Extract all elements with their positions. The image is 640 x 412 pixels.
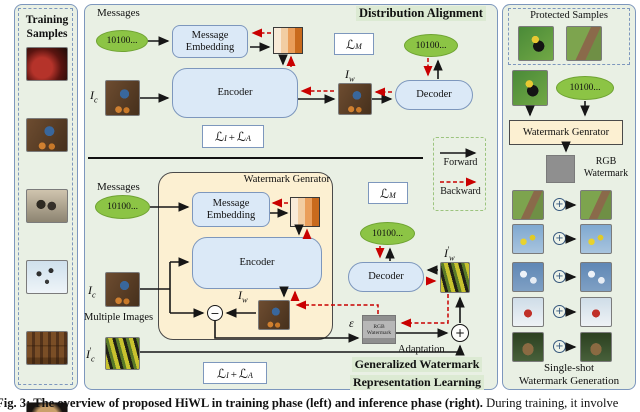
encoder-box-top: Encoder [172, 68, 298, 118]
ic-label-top: Ic [90, 88, 98, 105]
row-output-santa [580, 297, 612, 327]
distribution-alignment-title: Distribution Alignment [356, 6, 486, 21]
plus-circle-icon-row4: + [553, 305, 566, 318]
iw-prime-label: I′w [444, 245, 455, 263]
generalized-watermarked-image [440, 262, 470, 293]
ic-label-bottom: Ic [88, 283, 96, 300]
training-samples-dashed-border [18, 8, 73, 385]
plus-circle-icon-row5: + [553, 340, 566, 353]
message-feature-stripes-bottom [290, 197, 320, 227]
plus-circle-icon-row1: + [553, 198, 566, 211]
watermarked-image-top [338, 83, 372, 115]
message-feature-stripes-top [273, 27, 303, 54]
message-bits-ellipse-top: 10100... [96, 30, 148, 52]
decoded-bits-ellipse-bottom: 10100... [360, 222, 415, 245]
row-input-santa [512, 297, 544, 327]
training-image-flying-birds [26, 253, 76, 294]
plus-circle-icon-main: + [451, 324, 469, 342]
iw-label-bottom: Iw [238, 288, 248, 305]
row-output-duck [580, 332, 612, 362]
training-image-red-flowers-bird [26, 40, 76, 81]
gwrl-section-title: Generalized Watermark Representation Lea… [342, 355, 492, 391]
protected-samples-box [508, 8, 630, 65]
adaptation-label: Adaptation [398, 344, 445, 355]
minus-circle-icon: − [207, 305, 223, 321]
rgb-watermark-square [546, 155, 575, 183]
ic-prime-label: I′c [86, 346, 95, 364]
row-input-duck [512, 332, 544, 362]
figure-caption: Fig. 3: The overview of proposed HiWL in… [0, 396, 619, 410]
multiple-images-label: Multiple Images [84, 312, 154, 323]
encoder-box-bottom: Encoder [192, 237, 322, 289]
training-image-geese [26, 182, 76, 223]
iw-label-top: Iw [345, 67, 355, 84]
protected-samples-title: Protected Samples [530, 10, 608, 21]
training-image-bookshelf [26, 324, 76, 365]
generalized-cover-image [105, 337, 140, 370]
plus-circle-icon-row3: + [553, 270, 566, 283]
legend-forward-label: Forward [443, 157, 478, 168]
decoded-bits-ellipse-top: 10100... [404, 34, 458, 57]
watermarked-image-bottom [258, 300, 290, 330]
decoder-box-bottom: Decoder [348, 262, 424, 292]
row-output-blue-flowers [580, 262, 612, 292]
cover-image-top [105, 80, 140, 116]
messages-label-bottom: Messages [97, 181, 140, 193]
phase-separator-line [88, 157, 423, 159]
row-input-blue-flowers [512, 262, 544, 292]
decoder-box-top: Decoder [395, 80, 473, 110]
row-input-yellow-flowers [512, 224, 544, 254]
row-input-lizard [512, 190, 544, 220]
arrow-legend: Forward Backward [433, 137, 486, 211]
row-output-yellow-flowers [580, 224, 612, 254]
message-bits-ellipse-bottom: 10100... [95, 195, 150, 219]
legend-backward-label: Backward [440, 186, 481, 197]
epsilon-label: ε [349, 316, 354, 330]
messages-label-top: Messages [97, 7, 140, 19]
inference-input-image [512, 70, 548, 106]
inference-bits-ellipse: 10100... [556, 76, 614, 100]
plus-circle-icon-row2: + [553, 232, 566, 245]
cover-image-bottom [105, 272, 140, 307]
protected-image-toucan [518, 23, 559, 61]
watermark-generator-box-inference: Watermark Genrator [509, 120, 623, 145]
training-image-butterfly [26, 111, 76, 152]
protected-image-lizard [566, 23, 607, 61]
row-output-lizard [580, 190, 612, 220]
watermark-generator-group-title: Watermark Genrator [243, 174, 330, 185]
